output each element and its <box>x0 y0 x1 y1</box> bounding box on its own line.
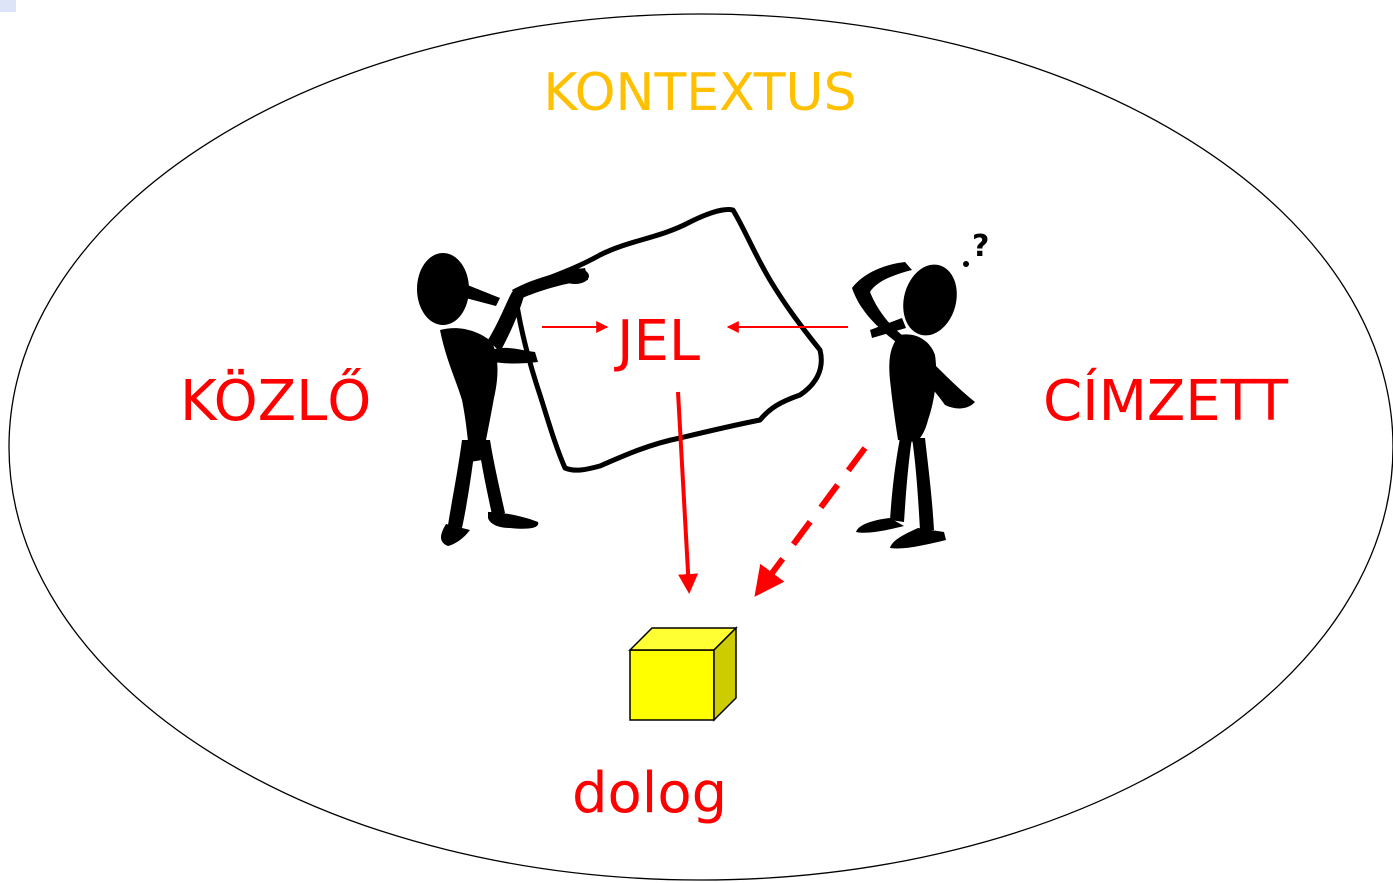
cube-icon <box>628 626 738 722</box>
arrow-receiver-to-object <box>754 446 868 597</box>
arrow-sign-to-object <box>676 391 699 594</box>
context-ellipse <box>8 13 1393 881</box>
speaker-figure-icon <box>417 253 589 546</box>
sign-paper <box>512 207 824 473</box>
question-mark: ? <box>972 229 989 264</box>
corner-accent <box>0 0 16 12</box>
receiver-label: CÍMZETT <box>1043 368 1289 434</box>
thought-dot <box>963 261 969 267</box>
listener-figure-icon <box>852 262 975 549</box>
context-label: KONTEXTUS <box>543 63 856 123</box>
sender-label: KÖZLŐ <box>180 369 371 434</box>
object-label: dolog <box>572 761 727 826</box>
sign-label: JEL <box>614 309 700 374</box>
